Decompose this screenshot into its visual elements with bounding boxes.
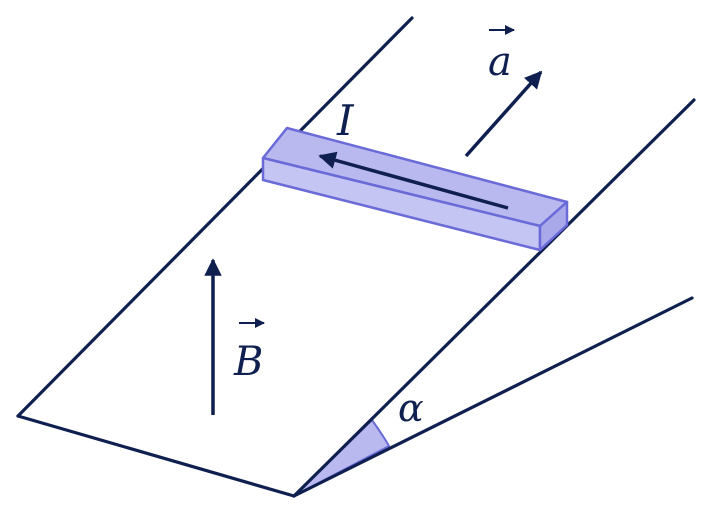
- ground-line: [292, 296, 694, 498]
- angle-label: α: [398, 386, 424, 430]
- current-arrow: [318, 151, 509, 210]
- left-rail: [16, 16, 414, 418]
- base-left-edge: [16, 414, 296, 498]
- acceleration-arrow: [464, 70, 543, 158]
- right-rail: [292, 98, 696, 498]
- current-label: I: [336, 96, 355, 145]
- angle-wedge: [293, 418, 391, 497]
- incline: [16, 16, 696, 498]
- acceleration-label: a: [488, 39, 512, 85]
- rod-end-face: [538, 200, 569, 252]
- field-label: B: [233, 339, 263, 385]
- conducting-rod: [261, 126, 569, 252]
